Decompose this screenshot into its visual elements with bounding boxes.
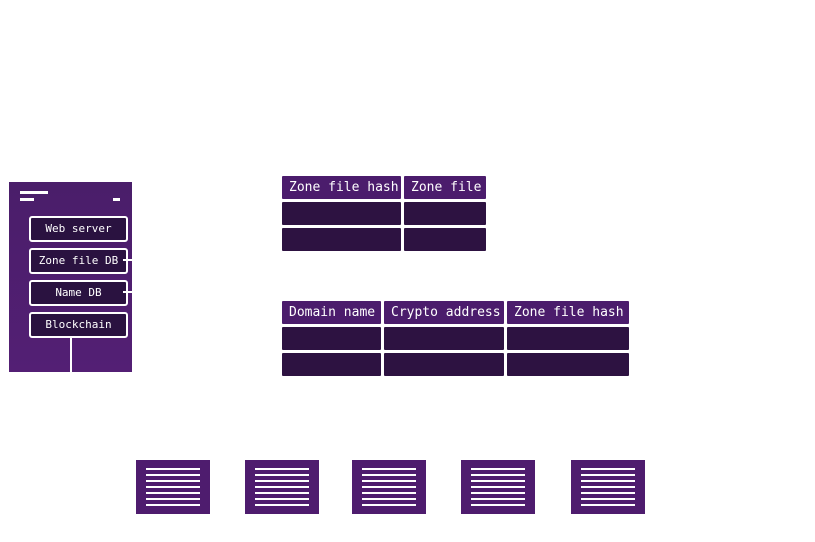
layer-zone-file-db: Zone file DB bbox=[29, 248, 128, 274]
layer-blockchain: Blockchain bbox=[29, 312, 128, 338]
text-line-icon bbox=[362, 492, 416, 494]
table-cell bbox=[384, 327, 504, 350]
text-line-icon bbox=[362, 498, 416, 500]
text-line-icon bbox=[471, 504, 525, 506]
text-line-icon bbox=[362, 504, 416, 506]
text-line-icon bbox=[471, 474, 525, 476]
text-line-icon bbox=[362, 468, 416, 470]
zone-file-block bbox=[352, 460, 426, 514]
text-line-icon bbox=[146, 486, 200, 488]
text-line-icon bbox=[255, 492, 309, 494]
text-line-icon bbox=[255, 468, 309, 470]
table-header: Zone file hash bbox=[282, 176, 401, 199]
zone-file-block bbox=[571, 460, 645, 514]
text-line-icon bbox=[255, 486, 309, 488]
table-cell bbox=[282, 228, 401, 251]
text-line-icon bbox=[471, 468, 525, 470]
text-line-icon bbox=[146, 492, 200, 494]
layer-web-server: Web server bbox=[29, 216, 128, 242]
text-line-icon bbox=[581, 474, 635, 476]
text-line-icon bbox=[362, 480, 416, 482]
node-stack: Web server Zone file DB Name DB Blockcha… bbox=[9, 182, 132, 372]
table-header: Domain name bbox=[282, 301, 381, 324]
text-line-icon bbox=[581, 504, 635, 506]
text-line-icon bbox=[362, 474, 416, 476]
text-line-icon bbox=[255, 474, 309, 476]
text-line-icon bbox=[146, 504, 200, 506]
text-line-icon bbox=[255, 498, 309, 500]
text-line-icon bbox=[581, 486, 635, 488]
text-line-icon bbox=[362, 486, 416, 488]
text-line-icon bbox=[581, 480, 635, 482]
text-line-icon bbox=[471, 492, 525, 494]
text-line-icon bbox=[471, 486, 525, 488]
table-cell bbox=[282, 327, 381, 350]
menu-line-icon bbox=[20, 191, 48, 194]
table-cell bbox=[404, 228, 486, 251]
text-line-icon bbox=[146, 480, 200, 482]
menu-line-icon bbox=[20, 198, 34, 201]
connector-stub bbox=[70, 338, 72, 372]
zone-file-block bbox=[136, 460, 210, 514]
table-header: Crypto address bbox=[384, 301, 504, 324]
text-line-icon bbox=[146, 468, 200, 470]
text-line-icon bbox=[146, 498, 200, 500]
zone-file-block bbox=[461, 460, 535, 514]
table-cell bbox=[384, 353, 504, 376]
connector-stub bbox=[123, 291, 132, 293]
table-cell bbox=[507, 327, 629, 350]
table-cell bbox=[507, 353, 629, 376]
text-line-icon bbox=[581, 468, 635, 470]
text-line-icon bbox=[581, 492, 635, 494]
dash-icon bbox=[113, 198, 120, 201]
connector-stub bbox=[123, 259, 132, 261]
table-cell bbox=[282, 202, 401, 225]
layer-name-db: Name DB bbox=[29, 280, 128, 306]
table-header: Zone file bbox=[404, 176, 486, 199]
table-header: Zone file hash bbox=[507, 301, 629, 324]
text-line-icon bbox=[146, 474, 200, 476]
text-line-icon bbox=[255, 504, 309, 506]
table-cell bbox=[282, 353, 381, 376]
text-line-icon bbox=[471, 480, 525, 482]
table-cell bbox=[404, 202, 486, 225]
text-line-icon bbox=[255, 480, 309, 482]
zone-file-block bbox=[245, 460, 319, 514]
text-line-icon bbox=[471, 498, 525, 500]
text-line-icon bbox=[581, 498, 635, 500]
